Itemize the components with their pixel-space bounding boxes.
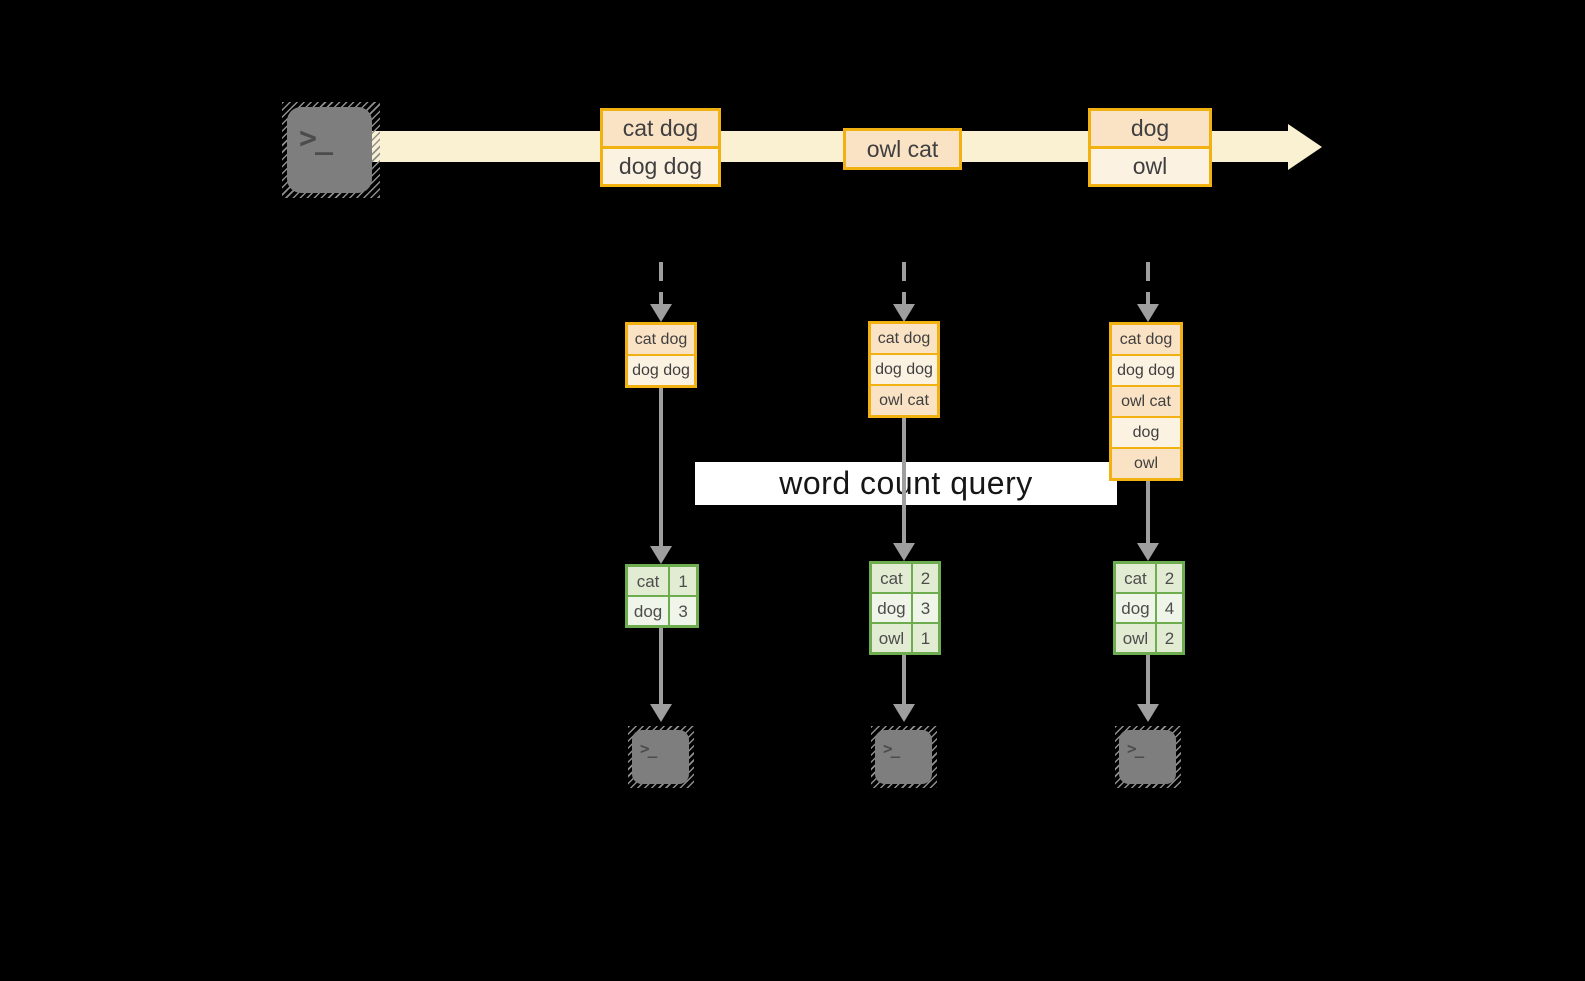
word-cell: cat bbox=[1116, 564, 1155, 592]
record-cell: cat dog bbox=[603, 111, 718, 146]
record-cell: cat dog bbox=[628, 325, 694, 354]
record-cell: dog dog bbox=[603, 149, 718, 184]
word-cell: owl bbox=[872, 624, 911, 652]
record-cell: dog bbox=[1091, 111, 1209, 146]
record-cell: dog dog bbox=[871, 355, 937, 384]
record-cell: cat dog bbox=[1112, 325, 1180, 354]
word-cell: cat bbox=[628, 567, 669, 595]
query-arrow-line bbox=[902, 418, 906, 543]
dashed-arrow-head bbox=[1137, 304, 1159, 322]
terminal-screen bbox=[632, 730, 689, 784]
source-terminal-icon: >_ bbox=[282, 102, 380, 198]
count-cell: 1 bbox=[912, 624, 938, 652]
terminal-screen bbox=[875, 730, 932, 784]
query-arrow-line bbox=[659, 388, 663, 546]
sink-arrow-line bbox=[1146, 655, 1150, 704]
count-cell: 2 bbox=[1156, 564, 1182, 592]
terminal-prompt-icon: >_ bbox=[1127, 739, 1144, 758]
query-arrow-line bbox=[1146, 481, 1150, 543]
count-cell: 3 bbox=[912, 594, 938, 622]
sink-arrow-line bbox=[659, 628, 663, 704]
record-cell: dog dog bbox=[628, 356, 694, 385]
dashed-arrow-line bbox=[1146, 262, 1150, 306]
sink-terminal-icon: >_ bbox=[628, 726, 694, 788]
sink-arrow-line bbox=[902, 655, 906, 704]
dashed-arrow-line bbox=[659, 262, 663, 306]
result-table-2: cat 2 dog 3 owl 1 bbox=[869, 561, 941, 655]
record-cell: owl cat bbox=[846, 131, 959, 167]
terminal-screen bbox=[287, 107, 372, 193]
dashed-arrow-head bbox=[650, 304, 672, 322]
dashed-arrow-line bbox=[902, 262, 906, 306]
state-buffer-1: cat dog dog dog bbox=[625, 322, 697, 388]
word-cell: cat bbox=[872, 564, 911, 592]
record-cell: cat dog bbox=[871, 324, 937, 353]
word-cell: owl bbox=[1116, 624, 1155, 652]
terminal-screen bbox=[1119, 730, 1176, 784]
dashed-arrow-head bbox=[893, 304, 915, 322]
count-cell: 2 bbox=[1156, 624, 1182, 652]
result-table-1: cat 1 dog 3 bbox=[625, 564, 699, 628]
stream-arrowhead bbox=[1288, 124, 1322, 170]
sink-arrow-head bbox=[893, 704, 915, 722]
count-cell: 3 bbox=[670, 597, 696, 625]
sink-arrow-head bbox=[1137, 704, 1159, 722]
word-cell: dog bbox=[872, 594, 911, 622]
terminal-prompt-icon: >_ bbox=[883, 739, 900, 758]
word-cell: dog bbox=[1116, 594, 1155, 622]
terminal-prompt-icon: >_ bbox=[299, 121, 333, 156]
stream-batch-2: owl cat bbox=[843, 128, 962, 170]
query-arrow-head bbox=[1137, 543, 1159, 561]
terminal-prompt-icon: >_ bbox=[640, 739, 657, 758]
record-cell: owl bbox=[1091, 149, 1209, 184]
sink-terminal-icon: >_ bbox=[1115, 726, 1181, 788]
count-cell: 1 bbox=[670, 567, 696, 595]
record-cell: owl cat bbox=[871, 386, 937, 415]
query-label: word count query bbox=[695, 462, 1117, 505]
stream-batch-1: cat dog dog dog bbox=[600, 108, 721, 187]
sink-terminal-icon: >_ bbox=[871, 726, 937, 788]
query-arrow-head bbox=[650, 546, 672, 564]
state-buffer-3: cat dog dog dog owl cat dog owl bbox=[1109, 322, 1183, 481]
stream-batch-3: dog owl bbox=[1088, 108, 1212, 187]
record-cell: dog bbox=[1112, 418, 1180, 447]
word-cell: dog bbox=[628, 597, 669, 625]
sink-arrow-head bbox=[650, 704, 672, 722]
state-buffer-2: cat dog dog dog owl cat bbox=[868, 321, 940, 418]
record-cell: owl cat bbox=[1112, 387, 1180, 416]
query-arrow-head bbox=[893, 543, 915, 561]
count-cell: 2 bbox=[912, 564, 938, 592]
result-table-3: cat 2 dog 4 owl 2 bbox=[1113, 561, 1185, 655]
count-cell: 4 bbox=[1156, 594, 1182, 622]
record-cell: owl bbox=[1112, 449, 1180, 478]
record-cell: dog dog bbox=[1112, 356, 1180, 385]
